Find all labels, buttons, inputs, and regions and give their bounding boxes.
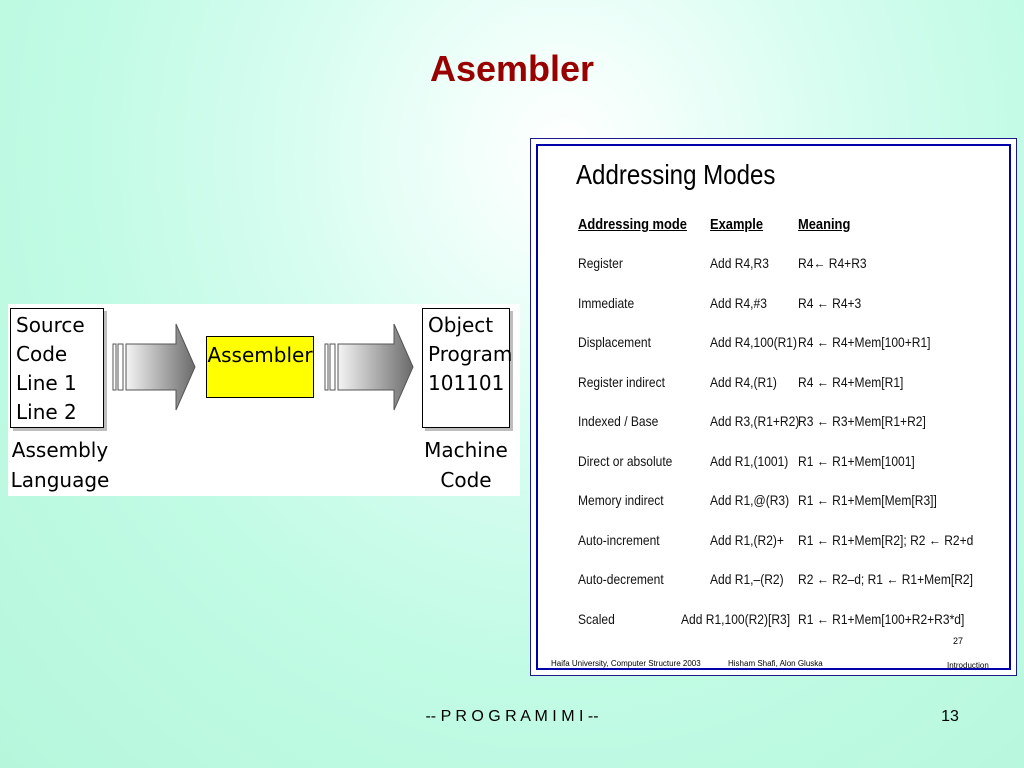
example-cell: Add R4,(R1) xyxy=(710,373,777,390)
caption-line: Assembly xyxy=(11,438,109,462)
inner-footer-center: Hisham Shafi, Alon Gluska xyxy=(728,659,823,668)
slide-footer: -- P R O G R A M I M I -- xyxy=(425,708,599,725)
example-cell: Add R1,(R2)+ xyxy=(710,531,784,548)
example-cell: Add R1,(1001) xyxy=(710,452,789,469)
meaning-cell: R4← R4+R3 xyxy=(798,255,867,271)
caption-line: Code xyxy=(440,468,492,492)
assembly-flow-diagram: Source Code Line 1 Line 2 Assembly Langu… xyxy=(8,304,520,496)
mode-cell: Register xyxy=(578,255,623,271)
mode-cell: Auto-decrement xyxy=(578,571,664,587)
meaning-cell: R4 ← R4+Mem[R1] xyxy=(798,373,904,390)
mode-cell: Memory indirect xyxy=(578,492,664,508)
meaning-cell: R4 ← R4+Mem[100+R1] xyxy=(798,334,931,350)
meaning-cell: R4 ← R4+3 xyxy=(798,294,862,311)
mode-cell: Direct or absolute xyxy=(578,452,673,469)
mode-cell: Immediate xyxy=(578,294,635,311)
right-arrow-icon xyxy=(112,323,196,411)
machine-code-caption: Machine Code xyxy=(420,435,512,495)
mode-cell: Indexed / Base xyxy=(578,413,659,429)
source-code-box: Source Code Line 1 Line 2 xyxy=(10,308,104,428)
inner-footer-left: Haifa University, Computer Structure 200… xyxy=(551,659,701,668)
source-line: Source xyxy=(16,313,85,337)
example-cell: Add R1,–(R2) xyxy=(710,571,784,587)
mode-cell: Register indirect xyxy=(578,373,665,390)
source-line: Line 1 xyxy=(16,371,77,395)
mode-cell: Scaled xyxy=(578,610,615,627)
source-line: Line 2 xyxy=(16,400,77,424)
meaning-cell: R1 ← R1+Mem[100+R2+R3*d] xyxy=(798,610,965,627)
inner-slide-number: 27 xyxy=(953,636,964,646)
caption-line: Machine xyxy=(424,438,508,462)
example-cell: Add R3,(R1+R2) xyxy=(710,413,800,429)
object-line: 101101 xyxy=(428,371,505,395)
meaning-cell: R3 ← R3+Mem[R1+R2] xyxy=(798,413,926,429)
column-header-example: Example xyxy=(710,216,764,233)
inner-footer-right: Introduction xyxy=(947,661,989,670)
meaning-cell: R2 ← R2–d; R1 ← R1+Mem[R2] xyxy=(798,571,973,587)
assembly-language-caption: Assembly Language xyxy=(8,435,112,495)
example-cell: Add R4,#3 xyxy=(710,294,767,311)
object-line: Object xyxy=(428,313,494,337)
object-program-box: Object Program 101101 xyxy=(422,308,513,428)
meaning-cell: R1 ← R1+Mem[Mem[R3]] xyxy=(798,492,937,508)
addressing-modes-border xyxy=(536,144,1011,670)
example-cell: Add R4,R3 xyxy=(710,255,769,271)
right-arrow-icon xyxy=(324,323,414,411)
column-header-mode: Addressing mode xyxy=(578,216,687,233)
addressing-modes-heading: Addressing Modes xyxy=(576,159,776,190)
example-cell: Add R1,100(R2)[R3] xyxy=(681,610,791,627)
slide-title: Asembler xyxy=(429,48,595,89)
assembler-box: Assembler xyxy=(206,336,314,398)
meaning-cell: R1 ← R1+Mem[1001] xyxy=(798,452,915,469)
column-header-meaning: Meaning xyxy=(798,216,851,233)
meaning-cell: R1 ← R1+Mem[R2]; R2 ← R2+d xyxy=(798,531,974,548)
example-cell: Add R1,@(R3) xyxy=(710,492,790,508)
caption-line: Language xyxy=(10,468,110,492)
mode-cell: Auto-increment xyxy=(578,531,660,548)
example-cell: Add R4,100(R1) xyxy=(710,334,798,350)
source-line: Code xyxy=(16,342,68,366)
addressing-modes-picture: Addressing Modes Addressing mode Example… xyxy=(530,138,1017,676)
mode-cell: Displacement xyxy=(578,334,651,350)
object-line: Program xyxy=(428,342,513,366)
page-number: 13 xyxy=(941,708,959,725)
